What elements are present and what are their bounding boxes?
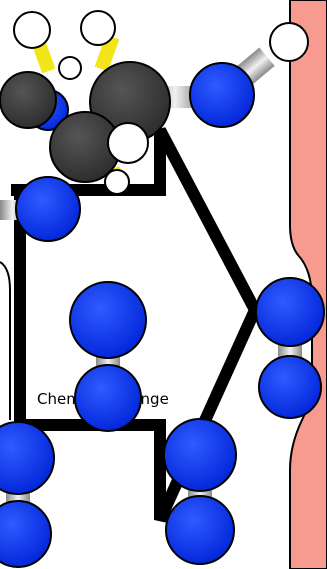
- hydrogen-atom: [13, 11, 51, 49]
- hydrogen-atom: [269, 22, 309, 62]
- nitrogen-atom: [163, 418, 237, 492]
- nitrogen-atom: [255, 277, 325, 347]
- hydrogen-atom: [104, 169, 130, 195]
- hydrogen-atom: [107, 122, 149, 164]
- nitrogen-atom: [0, 500, 52, 568]
- hydrogen-atom: [80, 10, 116, 46]
- process-arrow-outline: [11, 127, 262, 523]
- nitrogen-atom: [69, 281, 147, 359]
- atoms: [0, 10, 325, 568]
- caption-text: Chemical Change: [37, 390, 169, 408]
- nitrogen-atom: [189, 62, 255, 128]
- nitrogen-atom: [165, 495, 235, 565]
- left-panel-edge: [0, 261, 11, 420]
- hydrogen-atom: [58, 56, 82, 80]
- nitrogen-atom: [258, 355, 322, 419]
- nitrogen-atom: [15, 176, 81, 242]
- carbon-atom: [0, 71, 57, 129]
- nitrogen-atom: [0, 421, 55, 495]
